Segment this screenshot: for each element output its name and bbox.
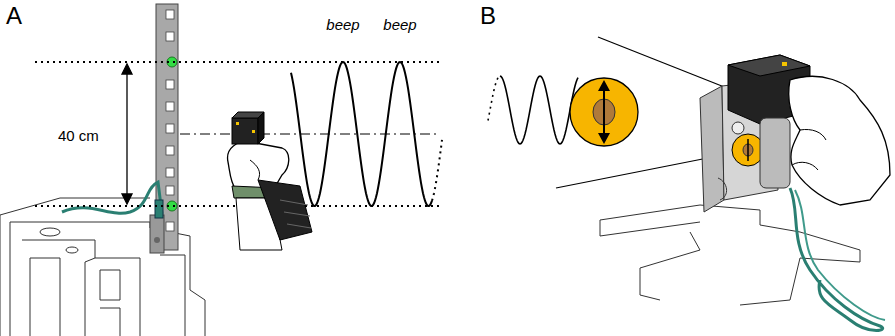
sine-wave-continuation bbox=[488, 76, 500, 121]
sine-wave bbox=[500, 76, 578, 144]
reference-lines bbox=[35, 62, 440, 206]
panel-letter: A bbox=[6, 2, 22, 30]
zoom-circle bbox=[570, 78, 638, 146]
base-plate bbox=[600, 205, 860, 305]
cable-plug bbox=[155, 200, 163, 218]
cable bbox=[790, 188, 883, 331]
sound-label: beep bbox=[383, 16, 416, 33]
dimension-arrow bbox=[122, 64, 132, 204]
hand-fingers bbox=[792, 129, 826, 170]
dimension-label: 40 cm bbox=[56, 126, 101, 145]
panel-letter: B bbox=[480, 2, 496, 30]
vertical-rod bbox=[150, 4, 178, 253]
cable bbox=[795, 190, 885, 320]
cable bbox=[62, 182, 162, 214]
sine-wave-continuation bbox=[432, 140, 442, 201]
sound-label: beep bbox=[326, 16, 359, 33]
sine-wave bbox=[291, 62, 432, 206]
hand bbox=[789, 76, 890, 205]
center-line bbox=[180, 134, 440, 135]
